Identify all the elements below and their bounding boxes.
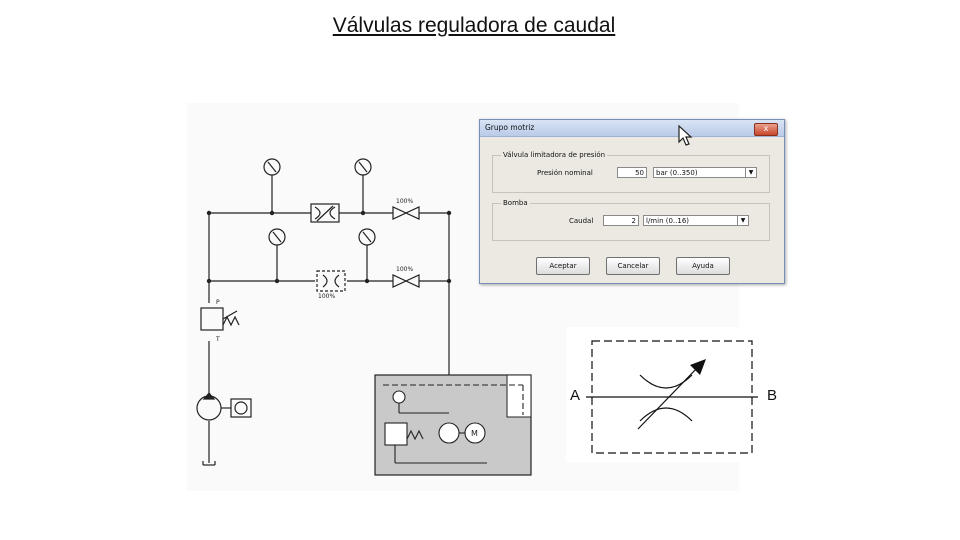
throttle-valve-symbol bbox=[586, 340, 758, 454]
pressure-unit-select[interactable]: bar (0..350) ▼ bbox=[653, 167, 757, 178]
pressure-unit-value: bar (0..350) bbox=[656, 169, 698, 177]
dialog-titlebar[interactable]: Grupo motriz x bbox=[480, 120, 784, 137]
cancel-button[interactable]: Cancelar bbox=[606, 257, 660, 275]
flow-unit-select[interactable]: l/min (0..16) ▼ bbox=[643, 215, 749, 226]
chevron-down-icon[interactable]: ▼ bbox=[745, 168, 756, 177]
help-button[interactable]: Ayuda bbox=[676, 257, 730, 275]
flow-percent-middle: 100% bbox=[396, 266, 413, 273]
flow-percent-top: 100% bbox=[396, 198, 413, 205]
close-icon: x bbox=[763, 124, 769, 133]
adjustable-arrow-icon bbox=[690, 359, 706, 375]
pump-group: Bomba Caudal 2 l/min (0..16) ▼ bbox=[492, 199, 770, 241]
nominal-pressure-label: Presión nominal bbox=[537, 169, 593, 177]
pump-legend: Bomba bbox=[501, 199, 530, 207]
accept-button[interactable]: Aceptar bbox=[536, 257, 590, 275]
flow-label: Caudal bbox=[569, 217, 594, 225]
port-p-label: P bbox=[216, 299, 220, 306]
nominal-pressure-input[interactable]: 50 bbox=[617, 167, 647, 178]
hydraulic-circuit-diagram: 100% 100% 100% P T M bbox=[196, 158, 532, 476]
port-a-label: A bbox=[570, 387, 581, 404]
motor-label: M bbox=[471, 429, 478, 438]
flow-control-symbol: A B bbox=[566, 327, 789, 462]
flow-percent-bottom: 100% bbox=[318, 293, 335, 300]
mouse-cursor-icon bbox=[678, 124, 693, 146]
chevron-down-icon[interactable]: ▼ bbox=[737, 216, 748, 225]
flow-input[interactable]: 2 bbox=[603, 215, 639, 226]
pressure-relief-legend: Válvula limitadora de presión bbox=[501, 151, 608, 159]
close-button[interactable]: x bbox=[754, 123, 778, 136]
pressure-relief-group: Válvula limitadora de presión Presión no… bbox=[492, 151, 770, 193]
port-t-label: T bbox=[215, 336, 220, 343]
flow-unit-value: l/min (0..16) bbox=[646, 217, 690, 225]
dialog-title: Grupo motriz bbox=[485, 123, 535, 132]
port-b-label: B bbox=[767, 387, 778, 404]
slide-title: Válvulas reguladora de caudal bbox=[332, 14, 616, 37]
power-unit[interactable]: M bbox=[374, 374, 532, 476]
grupo-motriz-dialog[interactable]: Grupo motriz x Válvula limitadora de pre… bbox=[479, 119, 785, 284]
